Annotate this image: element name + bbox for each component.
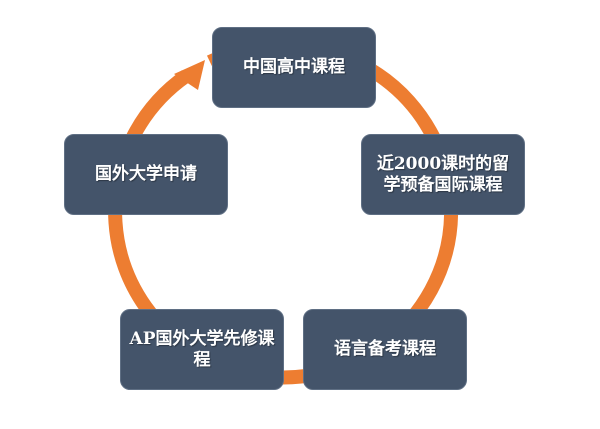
step-language-exam: 语言备考课程 [303,309,467,390]
step-prep-courses: 近2000课时的留学预备国际课程 [361,134,525,215]
step-label: 中国高中课程 [243,57,345,77]
step-label: 语言备考课程 [334,339,436,359]
arrowhead-icon [174,60,205,90]
step-label: 近2000课时的留学预备国际课程 [376,153,510,195]
step-university-application: 国外大学申请 [64,134,228,215]
step-label: AP国外大学先修课程 [129,328,275,370]
step-ap-courses: AP国外大学先修课程 [120,309,284,390]
step-high-school: 中国高中课程 [212,27,376,108]
step-label: 国外大学申请 [95,164,197,184]
